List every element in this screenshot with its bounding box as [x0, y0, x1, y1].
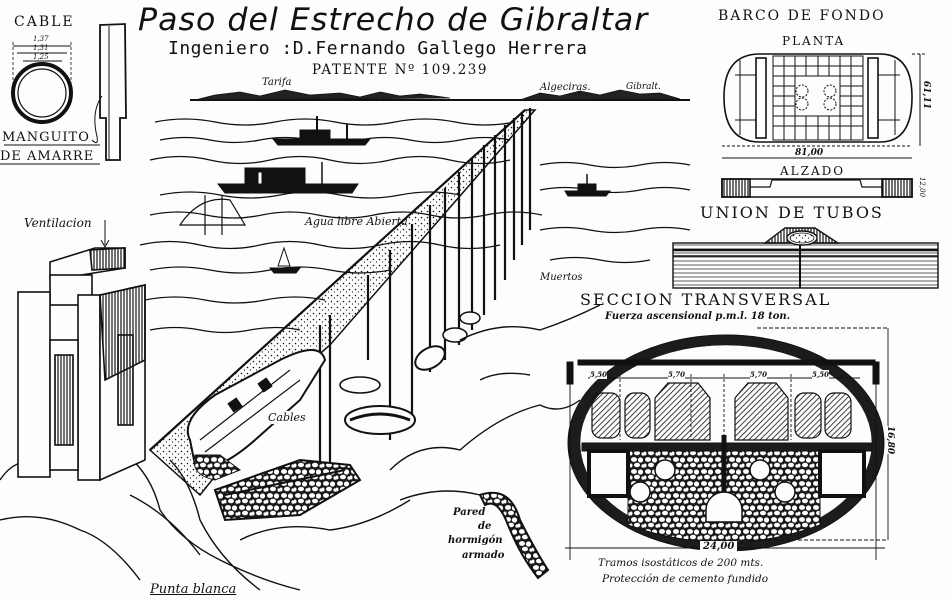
ventilation-tower	[17, 220, 146, 482]
dim-top-1: 5,50	[590, 370, 608, 379]
union-de-tubos-title: UNION DE TUBOS	[700, 203, 884, 222]
height-dimension: 61,11	[921, 80, 932, 110]
engineer-credit: Ingeniero :D.Fernando Gallego Herrera	[168, 38, 588, 59]
label-pared-4: armado	[462, 550, 505, 561]
section-height-dim: 16,80	[885, 425, 896, 455]
cable-detail-drawing	[0, 23, 127, 165]
patent-number: PATENTE Nº 109.239	[312, 62, 488, 78]
barco-de-fondo-title: BARCO DE FONDO	[718, 8, 886, 24]
dim-top-4: 5,50	[812, 370, 830, 379]
cable-title: CABLE	[14, 14, 75, 30]
barco-de-fondo-plan	[722, 53, 925, 159]
suspended-tube-structure	[148, 108, 537, 522]
section-note-1: Tramos isostáticos de 200 mts.	[598, 557, 764, 569]
barco-de-fondo-elevation	[721, 178, 913, 198]
label-agua-libre: Agua libre Abierta	[305, 215, 408, 228]
label-ventilacion: Ventilacion	[24, 216, 92, 230]
sea-waves	[139, 118, 691, 334]
width-dimension: 81,00	[795, 148, 824, 158]
cable-dim-mid: 1,31	[33, 44, 49, 52]
cable-dim-outer: 1,37	[33, 35, 49, 43]
label-pared-1: Pared	[453, 507, 486, 518]
label-algeciras: Algeciras.	[540, 82, 591, 93]
alzado-dimension: 12,00	[918, 176, 927, 198]
label-cables: Cables	[268, 411, 306, 424]
cable-dim-inner: 1,25	[33, 53, 49, 61]
label-muertos: Muertos	[540, 272, 583, 283]
seccion-transversal-drawing	[565, 327, 889, 560]
de-amarre-label: DE AMARRE	[0, 149, 95, 164]
drawing-title: Paso del Estrecho de Gibraltar	[138, 2, 649, 38]
fuerza-ascensional: Fuerza ascensional p.m.l. 18 ton.	[605, 311, 791, 322]
coastline-horizon	[190, 89, 690, 101]
union-de-tubos-drawing	[672, 227, 939, 289]
section-note-2: Protección de cemento fundido	[602, 573, 769, 585]
label-pared-2: de	[478, 521, 492, 532]
label-pared-3: hormigón	[448, 535, 503, 546]
dim-top-2: 5,70	[668, 370, 686, 379]
label-punta-blanca: Punta blanca	[150, 582, 237, 597]
ships	[178, 116, 612, 274]
planta-label: PLANTA	[782, 34, 846, 48]
manguito-label: MANGUITO	[2, 130, 90, 145]
label-tarifa: Tarifa	[262, 77, 292, 88]
alzado-label: ALZADO	[780, 164, 846, 178]
dim-top-3: 5,70	[750, 370, 768, 379]
pared-hormigon-detail	[478, 491, 550, 580]
label-gibraltar: Gibralt.	[626, 82, 661, 92]
section-width-dim: 24,00	[700, 541, 738, 552]
seccion-transversal-title: SECCION TRANSVERSAL	[580, 290, 832, 309]
